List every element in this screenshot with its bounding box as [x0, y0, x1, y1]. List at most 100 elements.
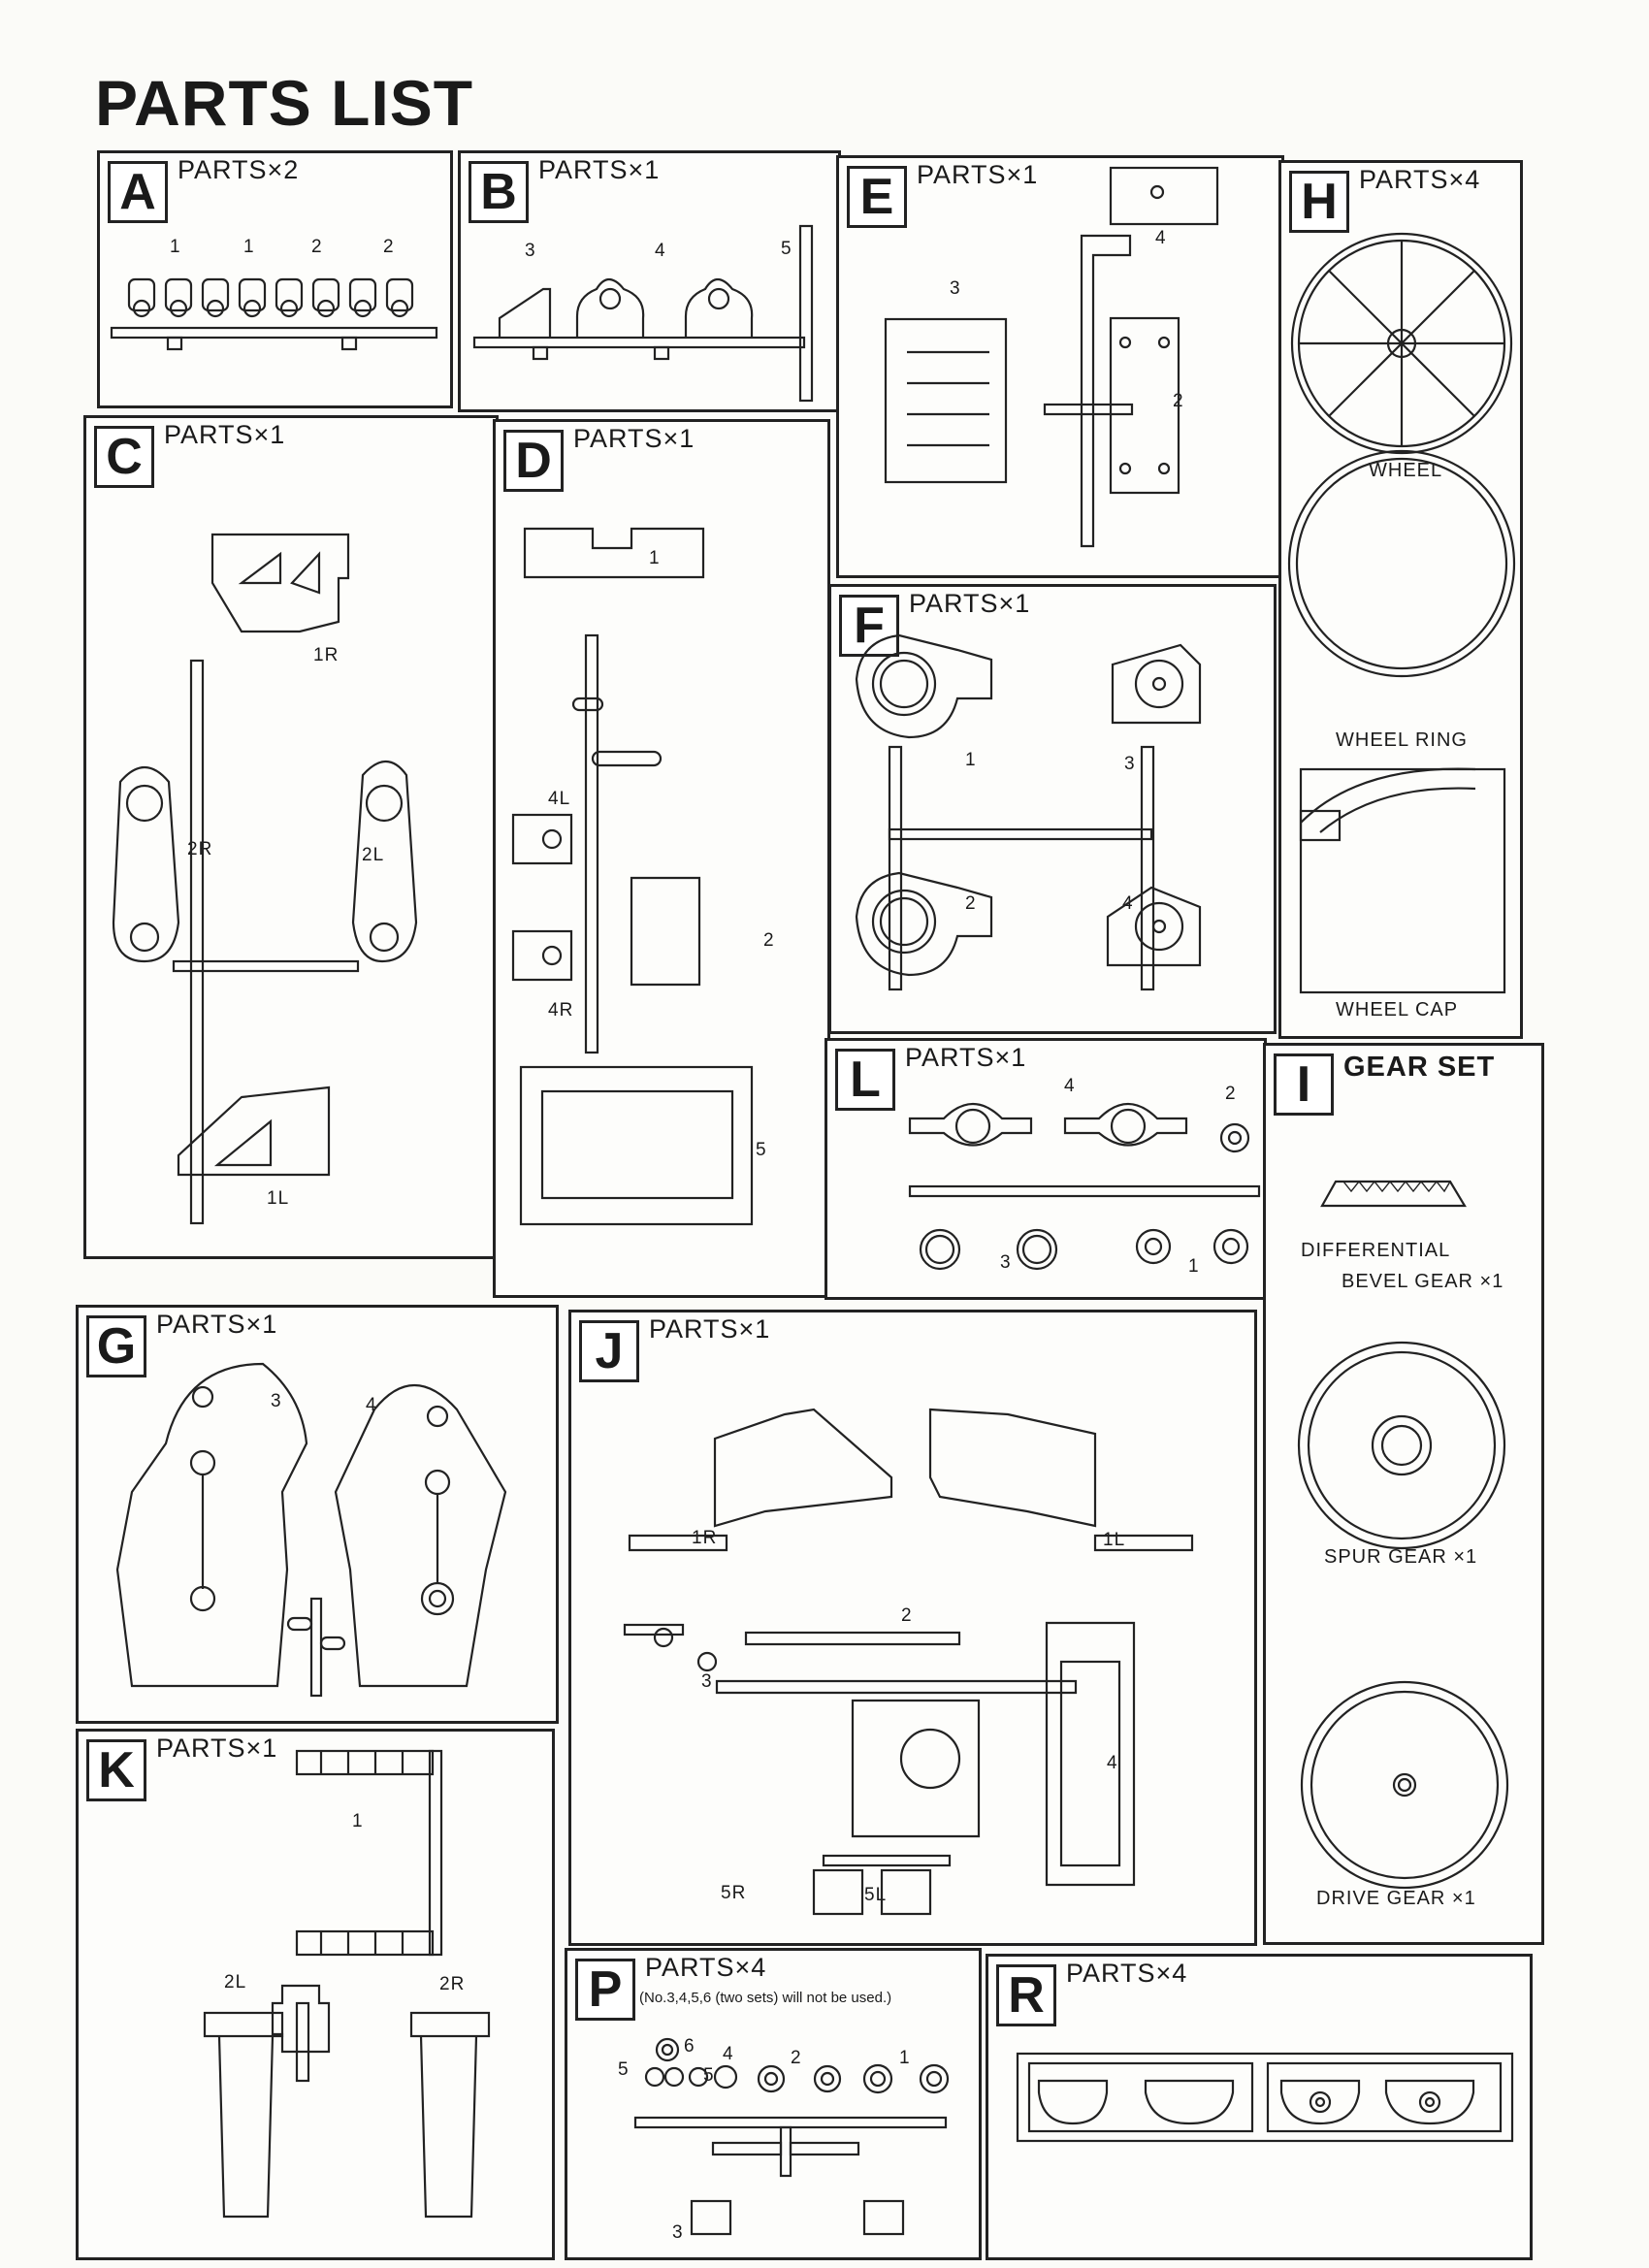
panel-title: PARTS×4	[645, 1953, 767, 1982]
panel-j: J PARTS×1 1R 1L 2 3 4 5R 5L	[568, 1310, 1257, 1946]
panel-title: PARTS×1	[156, 1310, 278, 1339]
part-caption-spur-gear: SPUR GEAR ×1	[1324, 1546, 1478, 1568]
panel-l: L PARTS×1 4 2 3 1	[824, 1038, 1267, 1300]
part-label: 2	[311, 237, 323, 257]
part-caption-wheel: WHEEL	[1369, 460, 1443, 481]
sprue-c-drawing	[112, 533, 418, 1225]
part-label: 2R	[187, 839, 213, 859]
panel-title: PARTS×1	[909, 589, 1031, 618]
panel-letter: P	[575, 1959, 635, 2021]
part-label: 3	[271, 1391, 282, 1411]
part-label: 5	[618, 2059, 630, 2080]
panel-c: C PARTS×1 1R 2R 2L 1L	[83, 415, 499, 1259]
panel-h: H PARTS×4 WHEEL WHEEL RING WHEEL CAP	[1278, 160, 1523, 1039]
panel-letter: G	[86, 1315, 146, 1377]
part-label: 3	[525, 241, 536, 261]
part-label: 2L	[362, 845, 385, 865]
panel-d: D PARTS×1 1 4L 2 4R 5	[493, 419, 830, 1298]
part-label: 3	[1124, 754, 1136, 774]
part-label: 3	[950, 278, 961, 299]
part-label: 2	[791, 2048, 802, 2068]
part-label: 1L	[267, 1188, 290, 1209]
part-label: 4	[1107, 1753, 1118, 1773]
page-title: PARTS LIST	[95, 67, 474, 139]
part-caption-drive-gear: DRIVE GEAR ×1	[1316, 1888, 1476, 1909]
panel-k: K PARTS×1 1 2L 2R	[76, 1729, 555, 2260]
part-label: 4L	[548, 789, 571, 809]
part-label: 2	[965, 893, 977, 914]
panel-e: E PARTS×1 4 3 2	[836, 155, 1284, 578]
panel-title: PARTS×1	[905, 1043, 1027, 1072]
panel-g: G PARTS×1 3 4	[76, 1305, 559, 1724]
part-label: 2	[1225, 1084, 1237, 1104]
part-label: 1	[1188, 1256, 1200, 1277]
part-label: 4	[723, 2044, 734, 2064]
panel-p: P PARTS×4 (No.3,4,5,6 (two sets) will no…	[565, 1948, 982, 2260]
panel-letter: F	[839, 595, 899, 657]
part-label: 4R	[548, 1000, 574, 1021]
part-caption-bevel-gear: BEVEL GEAR ×1	[1342, 1271, 1504, 1292]
sprue-g-drawing	[115, 1362, 507, 1698]
part-label: 2L	[224, 1972, 247, 1993]
panel-a: A PARTS×2 1 1 2 2	[97, 150, 453, 408]
part-label: 4	[366, 1395, 377, 1415]
part-label: 1	[243, 237, 255, 257]
sprue-k-drawing	[203, 1749, 491, 2219]
part-label: 4	[1064, 1076, 1076, 1096]
part-label: 4	[655, 241, 666, 261]
part-label: 1	[352, 1811, 364, 1831]
panel-title: PARTS×1	[649, 1314, 771, 1344]
part-label: 1	[649, 548, 661, 568]
panel-letter: C	[94, 426, 154, 488]
panel-note: (No.3,4,5,6 (two sets) will not be used.…	[639, 1990, 892, 2006]
sprue-l-drawing	[908, 1103, 1261, 1271]
sprue-a-drawing	[110, 277, 438, 351]
sprue-p-drawing	[633, 2037, 950, 2236]
part-label: 5R	[721, 1883, 747, 1903]
panel-letter: J	[579, 1320, 639, 1382]
part-label: 5	[756, 1140, 767, 1160]
panel-r: R PARTS×4	[986, 1954, 1533, 2260]
sprue-j-drawing	[623, 1408, 1194, 1916]
part-label: 1	[170, 237, 181, 257]
panel-letter: I	[1274, 1053, 1334, 1116]
part-label: 2	[901, 1605, 913, 1626]
part-label: 2	[383, 237, 395, 257]
part-label: 2	[763, 930, 775, 951]
part-label: 1	[899, 2048, 911, 2068]
wheel-drawing	[1287, 232, 1516, 994]
part-label: 1R	[692, 1528, 718, 1548]
panel-letter: D	[503, 430, 564, 492]
sprue-d-drawing	[511, 527, 754, 1226]
part-label: 5	[703, 2065, 715, 2086]
part-label: 1	[965, 750, 977, 770]
panel-f: F PARTS×1 1 3 2 4	[828, 584, 1277, 1034]
part-label: 3	[672, 2222, 684, 2243]
panel-b: B PARTS×1 3 4 5	[458, 150, 841, 412]
part-label: 3	[701, 1671, 713, 1692]
part-caption-wheel-cap: WHEEL CAP	[1336, 999, 1459, 1021]
panel-letter: H	[1289, 171, 1349, 233]
panel-letter: E	[847, 166, 907, 228]
part-label: 2R	[439, 1974, 466, 1994]
panel-letter: A	[108, 161, 168, 223]
panel-letter: L	[835, 1049, 895, 1111]
panel-title: PARTS×1	[917, 160, 1039, 189]
panel-title: PARTS×2	[178, 155, 300, 184]
panel-letter: R	[996, 1964, 1056, 2026]
panel-letter: K	[86, 1739, 146, 1801]
sprue-r-drawing	[1016, 2052, 1514, 2143]
part-caption-differential: DIFFERENTIAL	[1301, 1240, 1451, 1261]
panel-title: PARTS×1	[573, 424, 695, 453]
sprue-e-drawing	[884, 166, 1219, 548]
panel-title: PARTS×1	[156, 1733, 278, 1763]
panel-title: PARTS×4	[1359, 165, 1481, 194]
part-caption-wheel-ring: WHEEL RING	[1336, 729, 1468, 751]
panel-title: PARTS×1	[538, 155, 661, 184]
panel-title: PARTS×4	[1066, 1959, 1188, 1988]
sprue-b-drawing	[472, 224, 814, 403]
part-label: 1R	[313, 645, 340, 665]
part-label: 5L	[864, 1885, 888, 1905]
sprue-f-drawing	[855, 633, 1202, 991]
part-label: 6	[684, 2036, 695, 2057]
